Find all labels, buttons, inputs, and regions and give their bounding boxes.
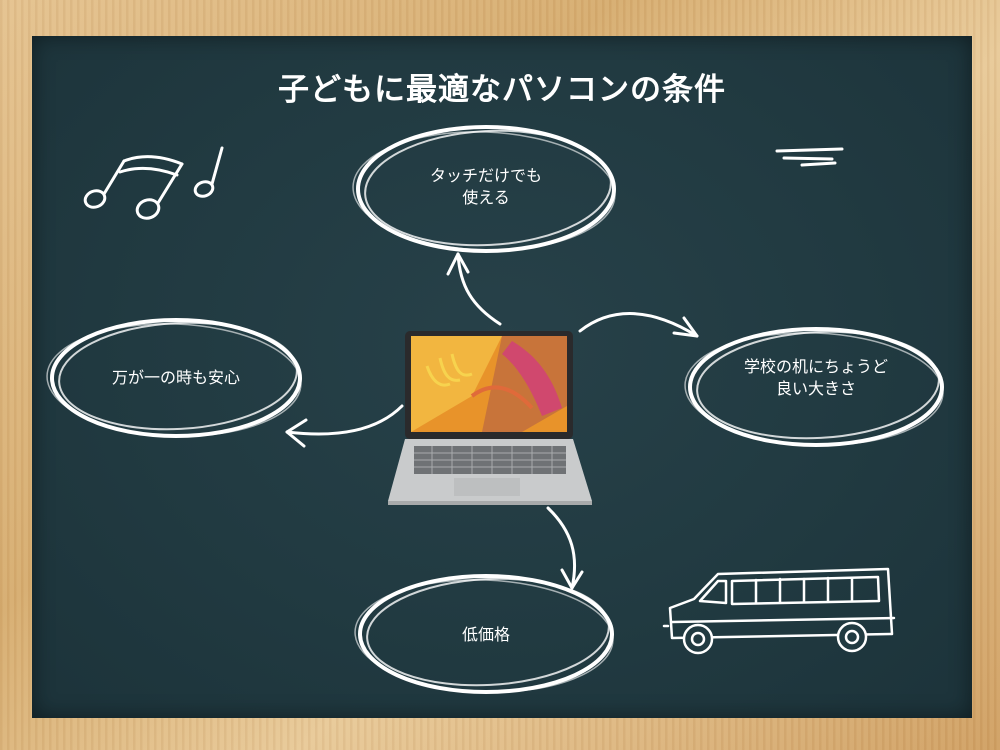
- bubble-top-text: タッチだけでも 使える: [429, 166, 542, 207]
- bubble-bottom-outline: [354, 574, 614, 694]
- bubble-left-outline: [46, 318, 302, 438]
- arrow-to-left: [285, 404, 404, 448]
- page-title: 子どもに最適なパソコンの条件: [278, 72, 726, 108]
- school-bus-icon: [662, 567, 896, 655]
- chalk-marks: [775, 147, 844, 167]
- bubble-left-text: 万が一の時も安心: [111, 368, 240, 387]
- arrow-to-top: [446, 252, 502, 326]
- bubble-top-outline: [352, 125, 616, 253]
- bubble-right-outline: [684, 327, 944, 447]
- music-notes-icon: [83, 146, 224, 220]
- arrow-to-bottom: [546, 506, 584, 590]
- bubble-bottom-text: 低価格: [461, 625, 510, 644]
- bubble-right-text: 学校の机にちょうど 良い大きさ: [743, 357, 888, 398]
- diagram-art: [46, 125, 944, 694]
- arrow-to-right: [578, 312, 699, 338]
- chalkboard: 子どもに最適なパソコンの条件: [32, 36, 972, 718]
- laptop-icon: [388, 331, 592, 505]
